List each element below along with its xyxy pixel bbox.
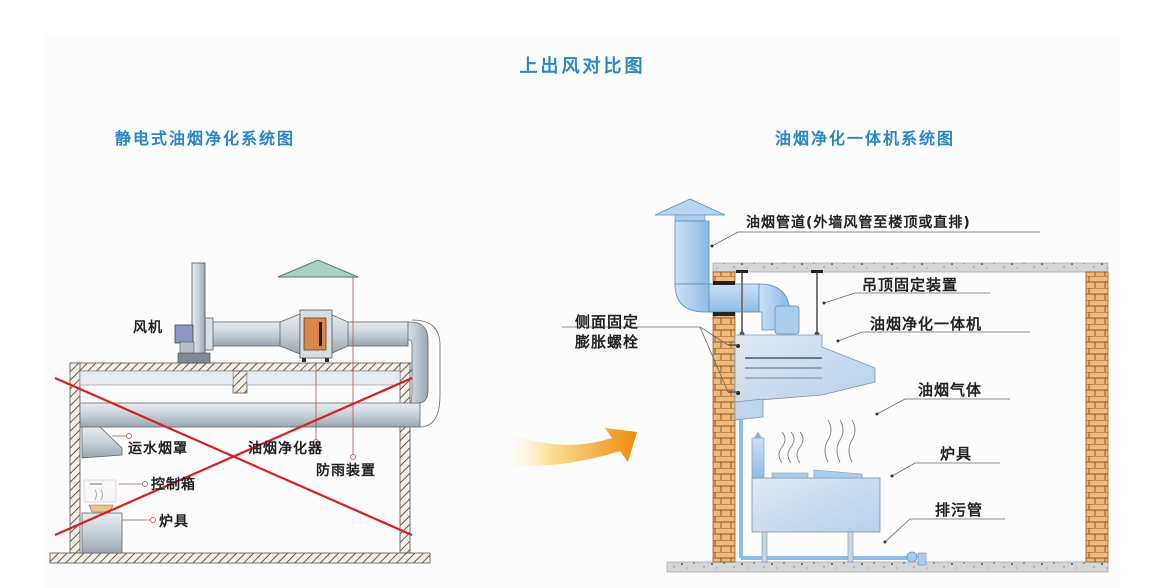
fan-unit [174,262,211,364]
label-water-hood: 运水烟罩 [128,441,188,457]
label-stove-left: 炉具 [159,514,189,530]
label-stove-right: 炉具 [940,445,973,463]
transition-arrow-icon [500,428,637,467]
exhaust-duct [654,198,800,335]
electrostatic-purifier [299,309,333,362]
label-control-box: 控制箱 [151,477,196,493]
cross-out-mark [54,376,413,537]
integrated-purifier-unit [728,334,876,421]
label-drain-pipe: 排污管 [935,501,984,519]
stove-and-drain [739,419,927,566]
label-fume-gas: 油烟气体 [918,381,983,399]
label-rain-cover: 防雨装置 [316,463,376,479]
label-fan: 风机 [133,320,163,336]
background-panel [45,35,1120,588]
rain-cover [277,259,359,455]
label-side-bolt-line1: 侧面固定 [575,313,640,331]
left-diagram-title: 静电式油烟净化系统图 [115,129,296,148]
right-leader-lines [562,231,1040,544]
label-side-bolt-line2: 膨胀螺栓 [575,333,640,351]
water-hood [81,426,132,459]
page-title: 上出风对比图 [519,56,646,77]
right-diagram-title: 油烟净化一体机系统图 [775,129,956,148]
label-ceiling-mount: 吊顶固定装置 [862,276,959,294]
label-exhaust-duct: 油烟管道(外墙风管至楼顶或直排) [746,215,971,231]
left-building [49,362,431,564]
label-integrated-unit: 油烟净化一体机 [870,315,983,333]
control-box-and-stove [81,439,356,554]
label-purifier: 油烟净化器 [248,441,323,457]
